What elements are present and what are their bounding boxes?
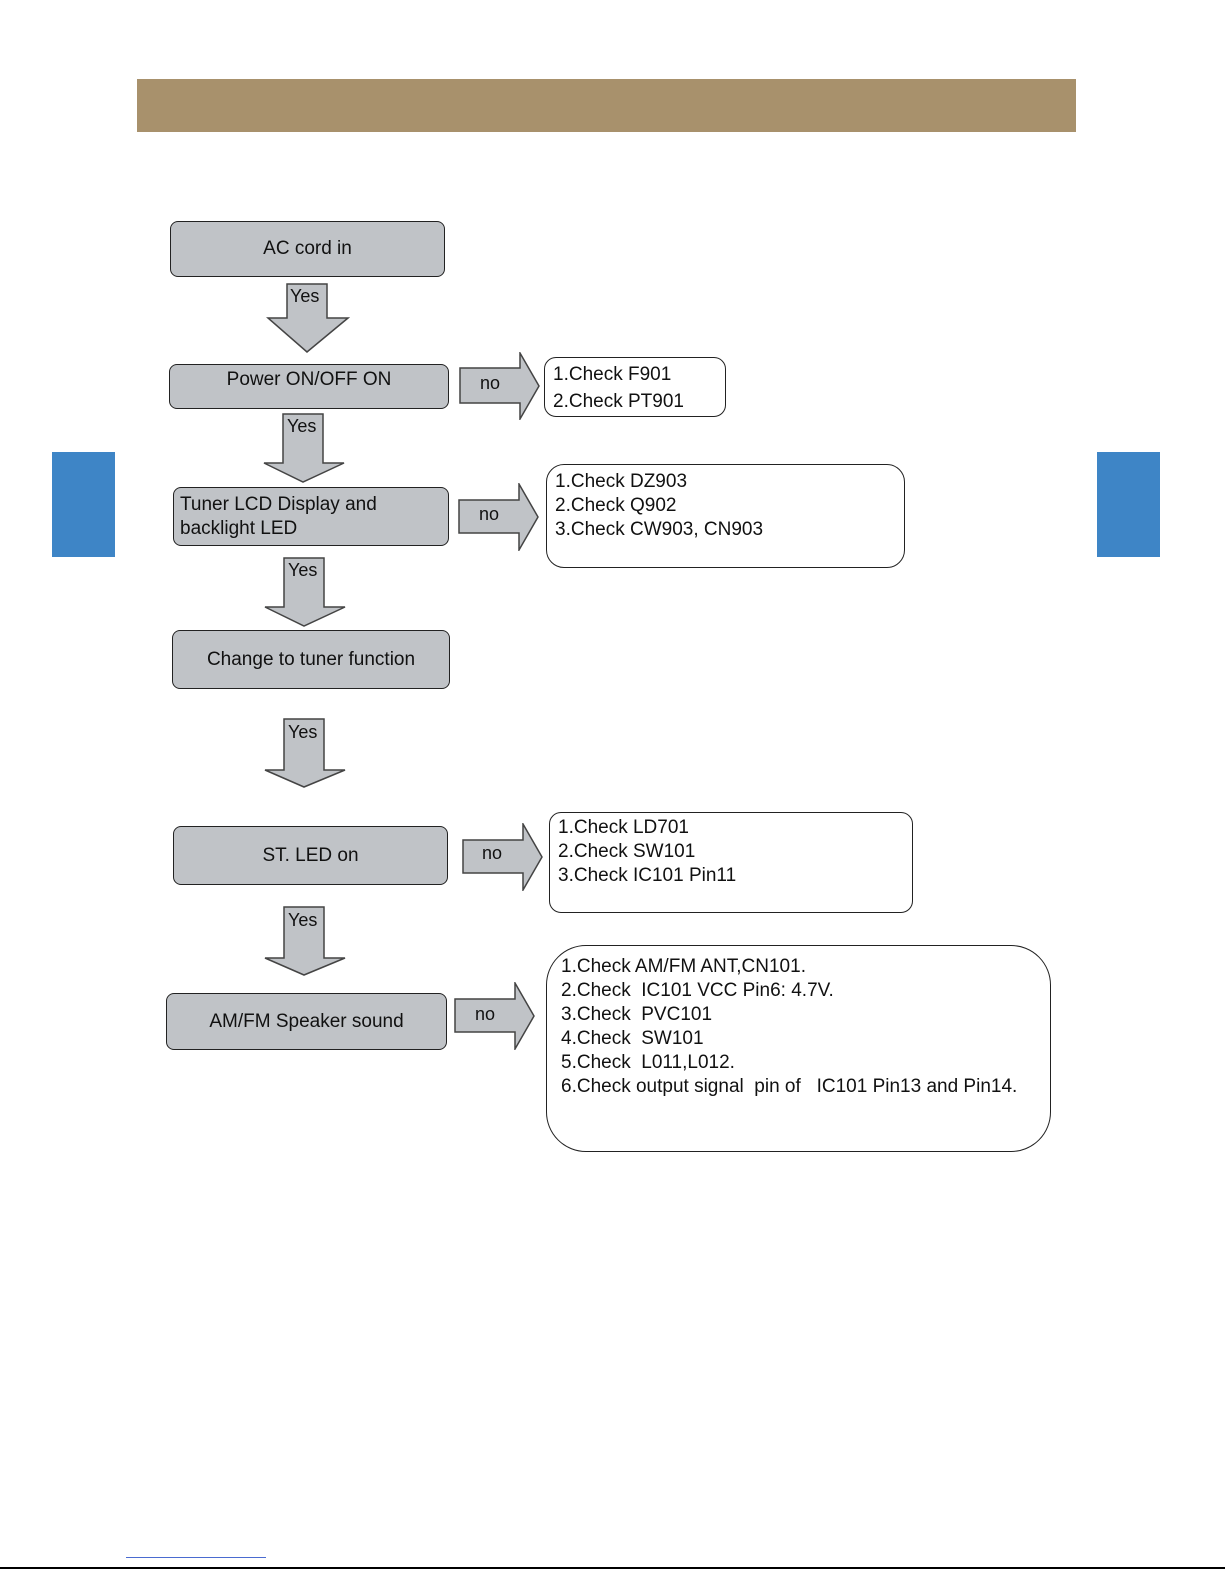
right-side-tab [1097,452,1160,557]
check-box-st-led: 1.Check LD701 2.Check SW101 3.Check IC10… [549,812,913,913]
step-label: ST. LED on [262,844,359,866]
yes-down-arrow-4 [264,718,346,788]
check-box-tuner-lcd: 1.Check DZ903 2.Check Q902 3.Check CW903… [546,464,905,568]
header-bar [137,79,1076,132]
check-item: 2.Check IC101 VCC Pin6: 4.7V. [561,980,834,1001]
step-label: AM/FM Speaker sound [209,1010,404,1032]
yes-label: Yes [287,416,317,436]
yes-down-arrow-3 [264,557,346,627]
footer-link-underline [126,1557,266,1558]
step-label: AC cord in [263,238,352,259]
yes-label: Yes [288,560,318,580]
step-st-led: ST. LED on [173,826,448,885]
left-side-tab [52,452,115,557]
yes-label: Yes [288,722,318,742]
no-right-arrow-4 [454,982,535,1050]
bottom-rule [0,1567,1225,1569]
no-label: no [479,504,500,524]
check-item: 2.Check SW101 [558,841,696,862]
check-item: 2.Check PT901 [553,391,684,412]
check-item: 1.Check DZ903 [555,471,688,492]
no-right-arrow-1 [459,352,540,420]
no-label: no [475,1004,496,1024]
no-label: no [482,843,503,863]
check-box-power: 1.Check F901 2.Check PT901 [544,357,726,417]
step-label: Tuner LCD Display and backlight LED [180,493,377,539]
check-item: 2.Check Q902 [555,495,677,516]
check-item: 3.Check IC101 Pin11 [558,865,737,886]
check-item: 1.Check AM/FM ANT,CN101. [561,956,806,977]
no-right-arrow-2 [458,483,539,551]
no-label: no [480,373,501,393]
step-speaker-sound: AM/FM Speaker sound [166,993,447,1050]
check-item: 6.Check output signal pin of IC101 Pin13… [561,1076,1018,1097]
step-change-tuner: Change to tuner function [172,630,450,689]
yes-down-arrow-1 [266,283,350,353]
step-label: Power ON/OFF ON [226,369,392,390]
check-item: 3.Check PVC101 [561,1004,713,1025]
yes-label: Yes [290,286,320,306]
check-item: 1.Check LD701 [558,817,689,838]
step-tuner-lcd: Tuner LCD Display and backlight LED [173,487,449,546]
yes-label: Yes [288,910,318,930]
check-item: 3.Check CW903, CN903 [555,519,764,540]
check-item: 1.Check F901 [553,364,672,385]
yes-down-arrow-2 [263,413,345,483]
step-label: Change to tuner function [206,648,416,670]
step-power-on: Power ON/OFF ON [169,364,449,409]
yes-down-arrow-5 [264,906,346,976]
step-ac-cord-in: AC cord in [170,221,445,277]
check-item: 5.Check L011,L012. [561,1052,735,1073]
no-right-arrow-3 [462,823,543,891]
check-box-speaker: 1.Check AM/FM ANT,CN101. 2.Check IC101 V… [546,945,1051,1152]
check-item: 4.Check SW101 [561,1028,704,1049]
